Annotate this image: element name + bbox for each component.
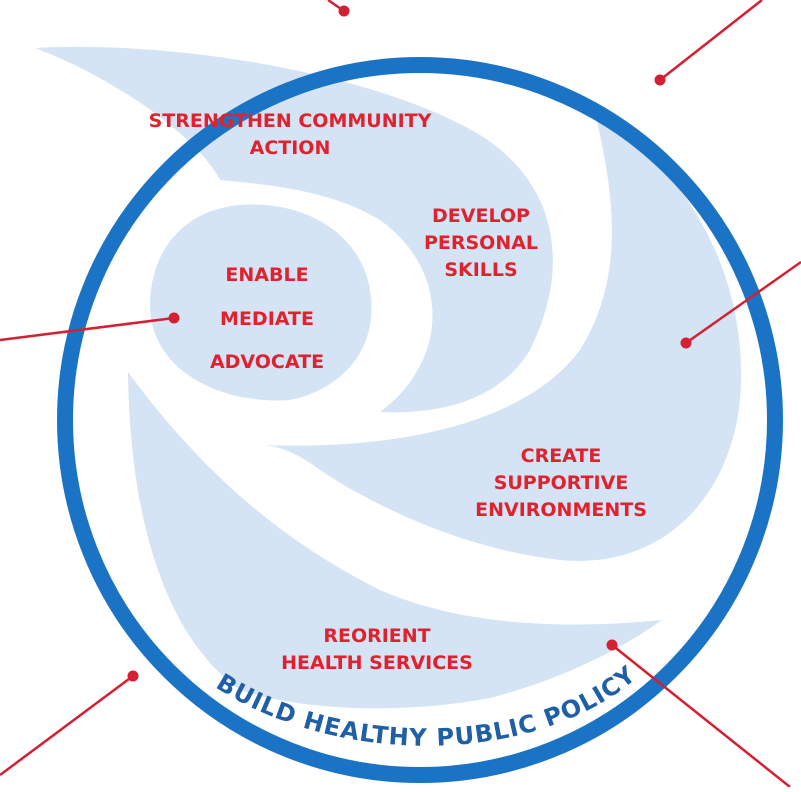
swirl-bottom-services <box>128 372 662 709</box>
pointer-dot-left <box>168 312 180 324</box>
swirl-shapes <box>35 46 742 709</box>
swirl-right-environments <box>260 112 742 561</box>
label-environments-line-2: SUPPORTIVE <box>494 472 629 494</box>
label-community-line-2: ACTION <box>250 137 331 159</box>
label-skills-line-1: DEVELOP <box>432 205 530 227</box>
pointer-dot-right <box>680 337 692 349</box>
pointer-dot-bottom-left <box>127 670 139 682</box>
label-core-mediate: MEDIATE <box>220 308 314 330</box>
label-environments-line-1: CREATE <box>521 445 602 467</box>
label-core-enable: ENABLE <box>225 264 308 286</box>
label-core-advocate: ADVOCATE <box>210 351 324 373</box>
pointer-line-bottom-left <box>0 674 134 777</box>
pointer-line-bottom-right <box>611 644 791 788</box>
pointer-dot-top <box>338 5 350 17</box>
labels: STRENGTHEN COMMUNITY ACTION DEVELOP PERS… <box>149 110 647 674</box>
label-skills-line-3: SKILLS <box>444 259 517 281</box>
label-environments-line-3: ENVIRONMENTS <box>475 499 647 521</box>
label-skills-line-2: PERSONAL <box>424 232 538 254</box>
label-services-line-1: REORIENT <box>323 625 430 647</box>
policy-ring <box>57 57 783 783</box>
swirl-top-community <box>35 46 553 413</box>
label-community-line-1: STRENGTHEN COMMUNITY <box>149 110 432 132</box>
pointer-line-top-right <box>659 0 763 81</box>
label-services-line-2: HEALTH SERVICES <box>281 652 473 674</box>
pointer-line-right <box>685 260 801 345</box>
pointer-line-left <box>0 316 175 342</box>
pointer-dot-top-right <box>654 74 666 86</box>
pointer-dot-bottom-right <box>606 639 618 651</box>
swirl-inner-circle <box>150 204 372 401</box>
